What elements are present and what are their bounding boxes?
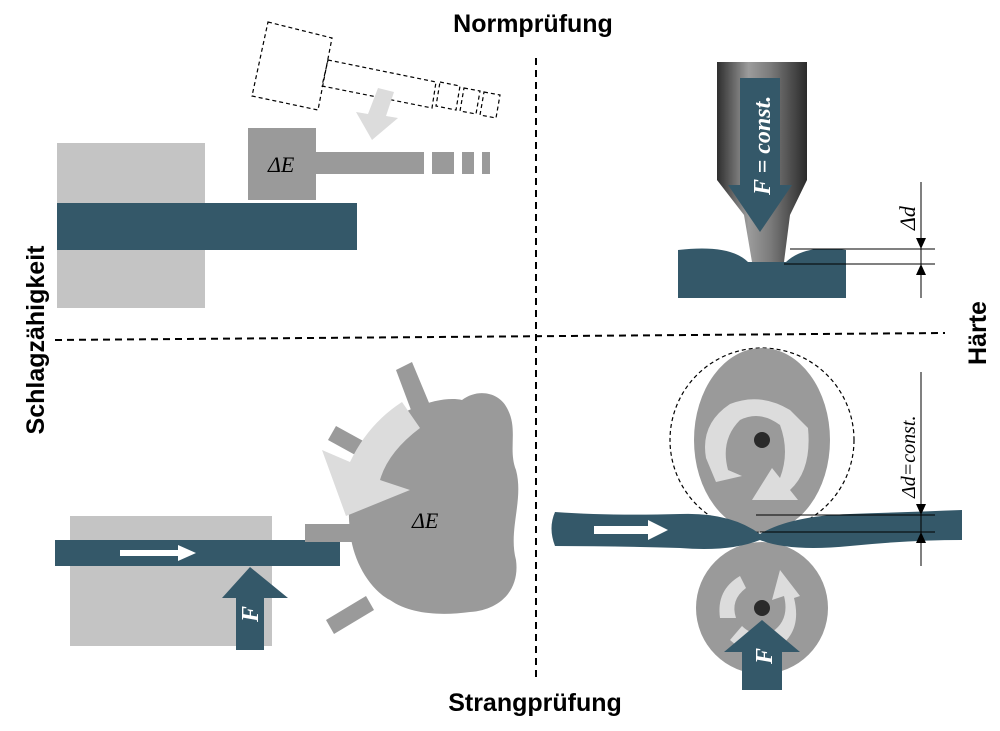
indented-specimen [678,248,846,298]
impact-energy-label: ΔE [267,152,295,177]
indent-depth-label: Δd [895,205,920,231]
lower-roll-rotation [730,570,800,652]
force-label: F [238,606,264,623]
force-label: F [752,648,778,665]
hammer-spoke [396,362,432,418]
force-arrow [724,620,800,690]
rotation-arrow [322,402,420,516]
impact-energy-label: ΔE [411,508,439,533]
hardness-test-inline: F Δd=const. [551,347,962,690]
impact-test-inline: F ΔE [55,362,519,650]
swing-arrow [356,88,398,140]
dimension-arrow [916,264,926,275]
dimension-arrow [916,532,926,543]
upper-roll-outline [669,347,855,533]
hammer-spoke [305,524,353,542]
feed-arrow [594,520,668,540]
horizontal-divider [54,332,946,341]
feed-arrow [120,545,196,561]
impact-test-standard: ΔE [57,21,501,308]
hammer-head [248,128,316,200]
upper-roll-rotation [705,399,809,500]
force-arrow [222,567,288,650]
hammer-arm [314,152,424,174]
label-impact-toughness: Schlagzähigkeit [22,245,50,435]
lower-roll-rotation [719,576,746,618]
rolled-strand [551,510,962,549]
pendulum-start-position [251,21,501,119]
hammer-spoke [326,596,374,634]
hammer-arm-segment [462,152,474,174]
label-standard-test: Normprüfung [453,10,613,38]
force-label: F = const. [750,96,776,196]
specimen-bar [57,203,357,250]
force-arrow [728,78,792,232]
specimen-strand [55,540,340,566]
label-hardness: Härte [964,301,992,365]
hammer-arm-segment [482,152,490,174]
dimension-arrow [916,238,926,249]
hardness-test-standard: F = const. Δd [678,62,935,298]
upper-roll-axle [754,432,770,448]
dimension-arrow [916,504,926,515]
label-inline-test: Strangprüfung [448,689,622,717]
hammer-arm-segment [432,152,454,174]
roll-gap-label: Δd=const. [898,416,920,499]
lower-roll-axle [754,600,770,616]
